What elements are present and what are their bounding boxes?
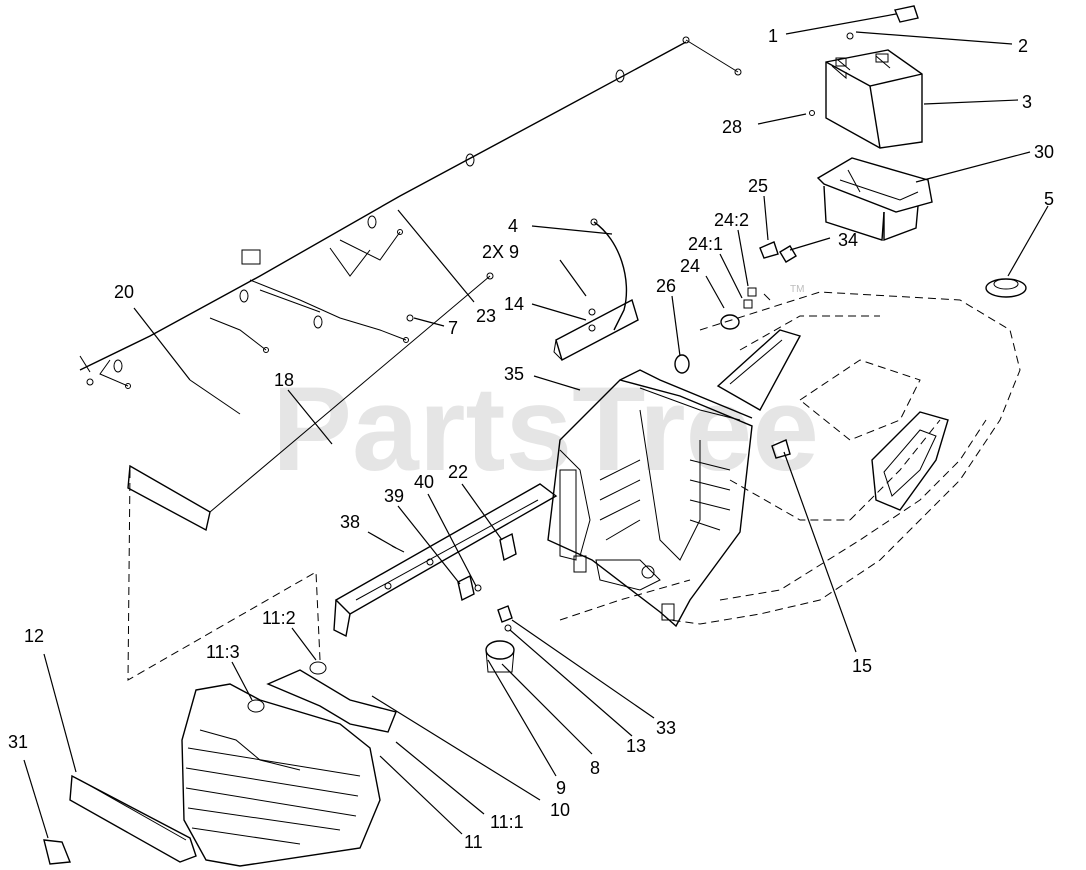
callout-28: 28: [722, 117, 742, 137]
callout-24-1: 24:1: [688, 234, 723, 254]
connector-25: [759, 241, 779, 301]
callout-9: 9: [556, 778, 566, 798]
callout-3: 3: [1022, 92, 1032, 112]
callout-31: 31: [8, 732, 28, 752]
callout-34: 34: [838, 230, 858, 250]
callout-2x9: 2X 9: [482, 242, 519, 262]
callout-13: 13: [626, 736, 646, 756]
callout-33: 33: [656, 718, 676, 738]
callout-10: 10: [550, 800, 570, 820]
callout-11-2: 11:2: [262, 608, 296, 628]
callout-8: 8: [590, 758, 600, 778]
battery-screw: [809, 32, 854, 116]
callout-39: 39: [384, 486, 404, 506]
front-bumper: [69, 774, 197, 863]
headlight-bracket: [247, 661, 397, 733]
nut-40: [474, 584, 482, 592]
callout-11-3: 11:3: [206, 642, 240, 662]
callout-35: 35: [504, 364, 524, 384]
decal-31: [43, 839, 71, 865]
callout-40: 40: [414, 472, 434, 492]
solenoid: [485, 605, 515, 673]
switch-15: [771, 439, 791, 459]
callout-38: 38: [340, 512, 360, 532]
callout-24: 24: [680, 256, 700, 276]
callout-1: 1: [768, 26, 778, 46]
callout-5: 5: [1044, 189, 1054, 209]
watermark-trademark: TM: [790, 284, 804, 295]
switch-24: [720, 287, 757, 330]
clip-34: [779, 245, 797, 263]
battery-cable: [590, 218, 628, 331]
callout-24-2: 24:2: [714, 210, 749, 230]
callout-20: 20: [114, 282, 134, 302]
plug-grommet: [985, 278, 1027, 298]
callout-26: 26: [656, 276, 676, 296]
callout-18: 18: [274, 370, 294, 390]
bracket-39: [457, 574, 475, 602]
mounting-bracket: [553, 298, 639, 362]
battery: [825, 49, 923, 149]
cable-tie-20: [189, 379, 241, 415]
callout-12: 12: [24, 626, 44, 646]
callout-14: 14: [504, 294, 524, 314]
heat-shield: [127, 272, 494, 532]
fender-deck: [559, 291, 1021, 625]
callout-11: 11: [464, 832, 483, 852]
console: [547, 369, 753, 628]
callout-7: 7: [448, 318, 458, 338]
callout-22: 22: [448, 462, 468, 482]
callout-4: 4: [508, 216, 518, 236]
hood-grille: [127, 469, 381, 867]
watermark-text: PartsTree: [272, 362, 819, 496]
battery-cap: [894, 5, 919, 23]
callout-23: 23: [476, 306, 496, 326]
callout-11-1: 11:1: [490, 812, 524, 832]
battery-tray: [816, 157, 933, 242]
wire-harness: [79, 36, 742, 389]
frame-rail: [333, 483, 558, 638]
callout-labels: 1 2 3 28 30 5 25 24:2 24:1 24 34 26 4 2X…: [8, 26, 1054, 852]
bushing-26: [674, 354, 690, 374]
callout-15: 15: [852, 656, 872, 676]
callout-25: 25: [748, 176, 768, 196]
relay-22: [499, 532, 517, 562]
callout-2: 2: [1018, 36, 1028, 56]
callout-30: 30: [1034, 142, 1054, 162]
leader-lines: [23, 13, 1049, 839]
